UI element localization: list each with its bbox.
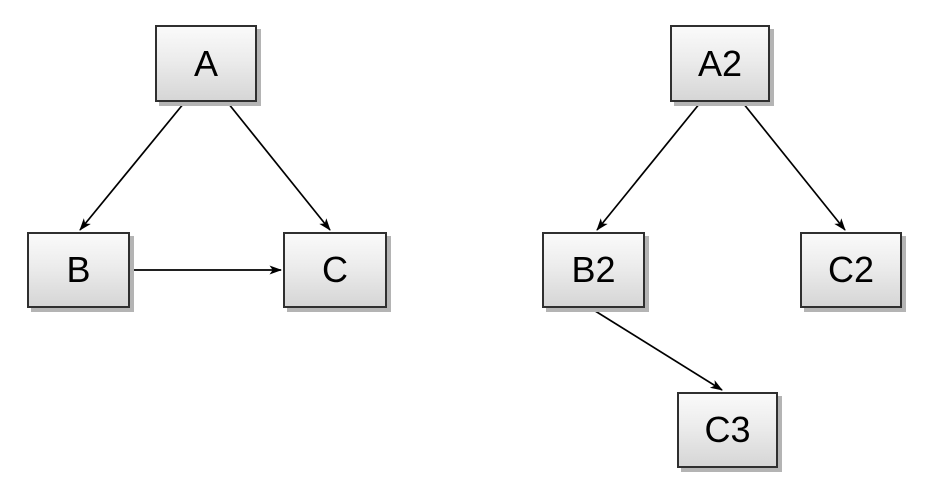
edge-A2-to-C2[interactable]: [742, 102, 846, 231]
node-B-label: B: [66, 249, 91, 290]
node-A-label: A: [193, 42, 218, 84]
node-B2-label: B2: [571, 249, 616, 290]
node-C-label: C: [322, 249, 348, 290]
node-A2-label: A2: [697, 42, 743, 84]
edge-A2-to-B2[interactable]: [596, 102, 701, 231]
node-B[interactable]: B: [27, 232, 130, 308]
node-C2-label: C2: [827, 249, 875, 290]
node-C3[interactable]: C3: [677, 392, 778, 468]
edge-A-to-B[interactable]: [79, 102, 185, 231]
edge-B2-to-C3[interactable]: [591, 308, 723, 391]
node-C2[interactable]: C2: [800, 232, 902, 308]
node-B2[interactable]: B2: [542, 232, 645, 308]
node-A2[interactable]: A2: [670, 25, 770, 102]
node-A[interactable]: A: [155, 25, 257, 102]
edge-A-to-C[interactable]: [227, 102, 331, 231]
node-C3-label: C3: [704, 409, 751, 450]
node-C[interactable]: C: [283, 232, 387, 308]
